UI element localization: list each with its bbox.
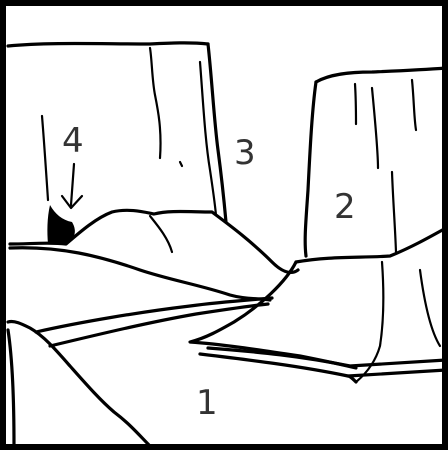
mesa-2-cliff-crack-c: [412, 80, 416, 130]
mesa-3-cliff-crack-b: [200, 62, 216, 215]
mesa-2-cliff-crack-d: [392, 172, 396, 252]
lower-left-hill-outline: [10, 248, 270, 300]
mesa-3-top-edge: [8, 43, 208, 46]
mesa-3-cliff-crack-a: [150, 48, 161, 158]
mesa-2-left-cliff: [305, 82, 316, 256]
feature-label-3: 3: [234, 133, 256, 173]
mesa-2-cliff-crack-a: [355, 84, 356, 124]
mesa-2-cliff-crack-b: [372, 88, 378, 168]
river-right-bank-lower: [200, 354, 446, 376]
feature-label-4: 4: [62, 121, 84, 161]
feature-label-2: 2: [334, 187, 356, 227]
mesa-2-top-edge: [316, 68, 446, 82]
arrow-to-cave-shaft: [71, 164, 74, 205]
mesa-3-cliff-crack-d: [180, 162, 182, 166]
talus-ridge-line: [150, 216, 172, 252]
river-upper-bank: [36, 298, 272, 332]
talus-slope-right-inner-ridge: [420, 270, 440, 346]
mesa-3-right-cliff: [208, 44, 226, 222]
mesa-3-cliff-crack-c: [42, 116, 48, 200]
river-right-bank-upper: [208, 348, 446, 366]
foreground-bluff-left-edge: [8, 330, 14, 446]
feature-label-1: 1: [196, 383, 218, 423]
talus-slope-right: [296, 228, 446, 262]
mesa-2-base-ledge: [190, 262, 356, 368]
